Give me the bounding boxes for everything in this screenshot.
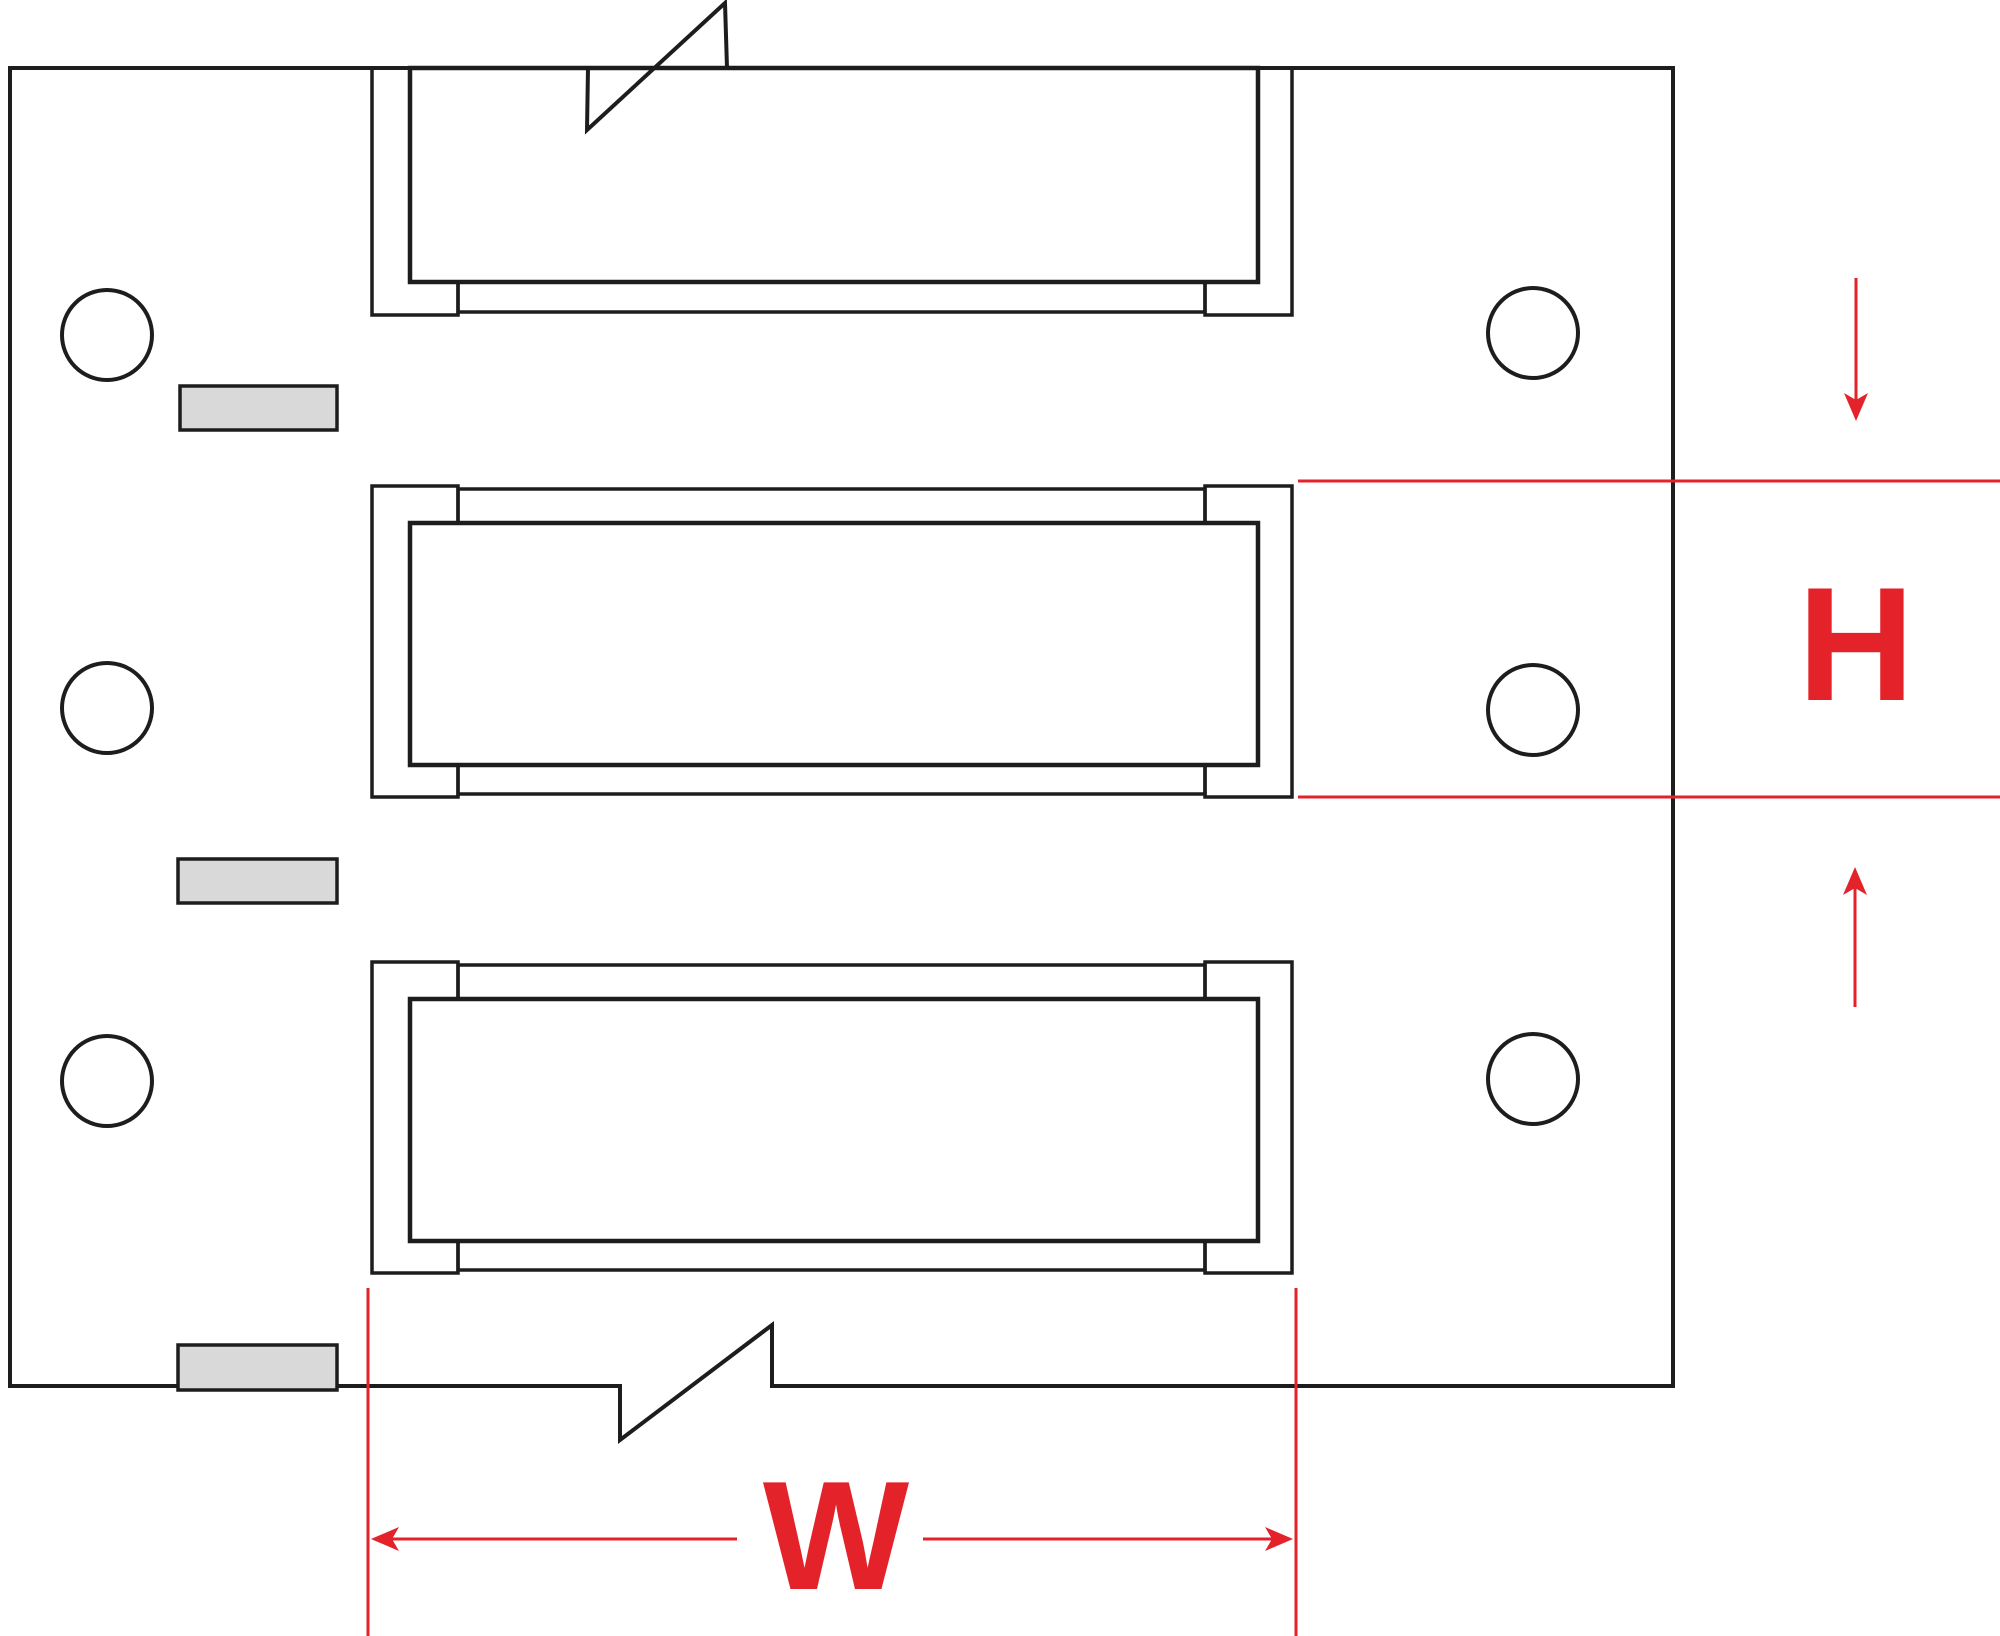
up-arrowhead xyxy=(1843,867,1867,895)
carrier-holes-layer xyxy=(60,286,1580,1128)
width-label: W xyxy=(763,1449,910,1622)
sleeve-middle-print-area xyxy=(407,520,1261,768)
height-label: H xyxy=(1798,554,1915,735)
registration-mark xyxy=(178,384,339,432)
carrier-hole xyxy=(1486,286,1580,380)
sleeve-top-print-area xyxy=(407,65,1261,285)
web-break-bottom xyxy=(618,1320,774,1445)
carrier-hole xyxy=(1486,1032,1580,1126)
sleeves-layer xyxy=(370,65,1294,1275)
registration-mark xyxy=(176,857,339,905)
web-break-top xyxy=(584,0,729,135)
sleeve-top xyxy=(370,65,1294,317)
carrier-hole xyxy=(1486,663,1580,757)
dimensions-layer: H W xyxy=(366,278,2000,1636)
right-arrowhead xyxy=(1265,1527,1293,1551)
sleeve-bottom xyxy=(370,960,1294,1275)
carrier-hole xyxy=(60,1034,154,1128)
registration-marks-layer xyxy=(176,384,339,1392)
sleeve-middle xyxy=(370,484,1294,799)
left-arrowhead xyxy=(371,1527,399,1551)
liner-outline-right xyxy=(726,66,1675,1388)
registration-mark xyxy=(176,1343,339,1392)
sleeve-bottom-print-area xyxy=(407,996,1261,1244)
down-arrowhead xyxy=(1844,393,1868,421)
carrier-hole xyxy=(60,661,154,755)
carrier-hole xyxy=(60,288,154,382)
break-symbols-layer xyxy=(584,0,774,1445)
